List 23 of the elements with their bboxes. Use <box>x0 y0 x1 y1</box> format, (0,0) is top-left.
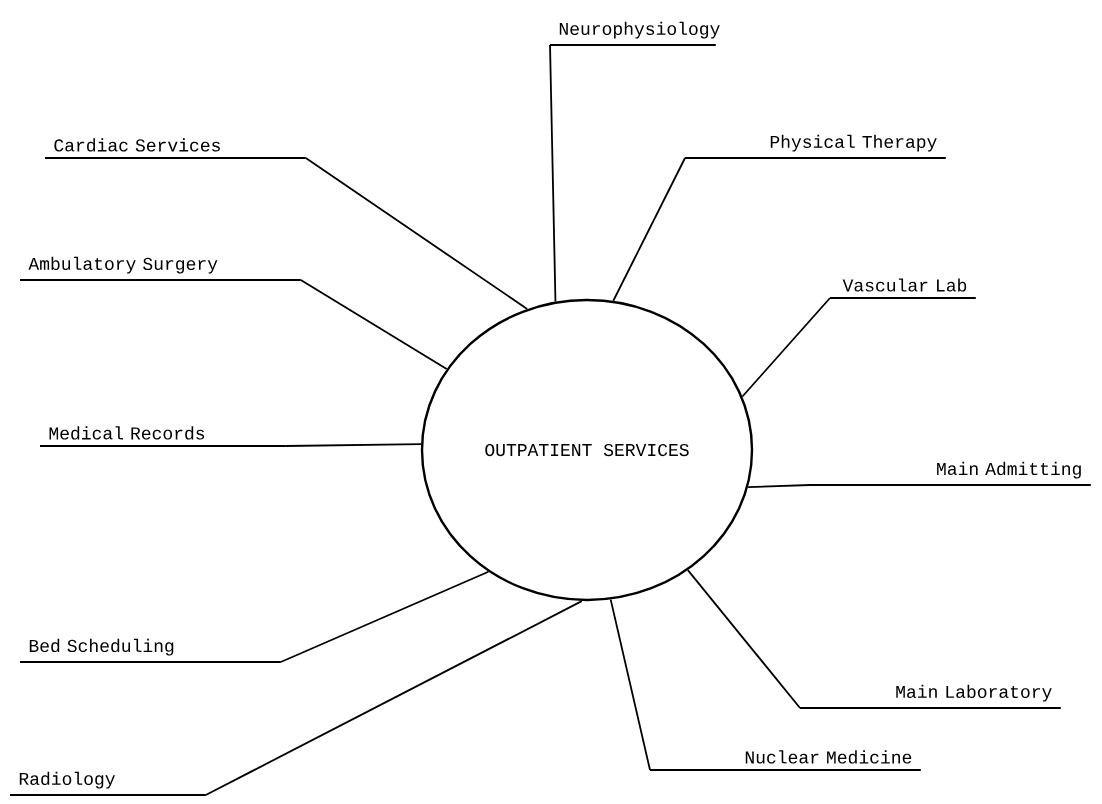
connector-line <box>204 600 583 796</box>
underlined-label: Main Laboratory <box>799 684 1062 709</box>
connector-line <box>612 157 686 302</box>
connector-line <box>609 598 651 771</box>
connector-line <box>299 279 448 370</box>
underlined-label: Radiology <box>9 771 207 796</box>
underlined-label: Nuclear Medicine <box>649 750 922 771</box>
connector-line <box>741 297 831 398</box>
connector-line <box>279 570 490 663</box>
underlined-label: Medical Records <box>39 426 287 447</box>
circle-node: OUTPATIENT SERVICES <box>420 298 754 602</box>
underlined-label: Vascular Lab <box>829 278 977 299</box>
underlined-label: Bed Scheduling <box>19 638 282 663</box>
underlined-label: Neurophysiology <box>549 21 720 46</box>
connector-line <box>304 157 529 310</box>
underlined-label: Ambulatory Surgery <box>19 256 302 281</box>
connector-line <box>686 569 801 709</box>
underlined-label: Physical Therapy <box>684 134 947 159</box>
connector-line <box>747 484 811 489</box>
connector-line <box>284 443 422 447</box>
underlined-label: Main Admitting <box>809 461 1092 486</box>
connector-line <box>549 44 557 303</box>
underlined-label: Cardiac Services <box>44 138 307 159</box>
